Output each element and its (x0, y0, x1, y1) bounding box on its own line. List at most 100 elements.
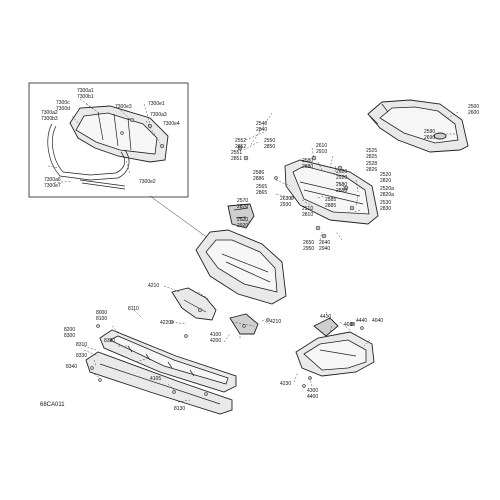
callout-label: 2520 (380, 172, 391, 178)
inset-connector (149, 195, 213, 242)
callout-label: 4210 (270, 319, 281, 325)
inset-callout: 7300e7 (44, 183, 61, 189)
inset-callout: 7300a6 (44, 177, 61, 183)
callout-label: 8330 (76, 353, 87, 359)
door-hardware (237, 145, 343, 239)
callout-label: 2640 (319, 240, 330, 246)
callout-label: 4300 (307, 388, 318, 394)
callout-label: 2540 (256, 121, 267, 127)
callout-label: 2940 (319, 246, 330, 252)
callout-label: 2820a (380, 192, 394, 198)
inset-callout: 7300e2 (139, 179, 156, 185)
callout-label: 2630 (280, 196, 291, 202)
callout-label: 2885 (325, 203, 336, 209)
callout-label: 2880 (336, 188, 347, 194)
callout-label: 8340 (66, 364, 77, 370)
callout-label: 2550 (264, 138, 275, 144)
inset-callout: 7300a3 (150, 112, 167, 118)
callout-label: 4040 (372, 318, 383, 324)
leader-lines (83, 111, 459, 403)
door-emblem (433, 132, 447, 140)
callout-label: 2650 (303, 240, 314, 246)
inset-detail: 7300a1 7300b1 7300c 7300d 7300e3 7300e1 … (28, 82, 189, 198)
inset-callout: 7300c (56, 100, 70, 106)
callout-label: 4210 (148, 283, 159, 289)
inset-callout: 7300e1 (148, 101, 165, 107)
callout-label: 2852 (235, 144, 246, 150)
callout-label: 8110 (128, 306, 139, 312)
callout-label: 2620 (237, 217, 248, 223)
callout-label: 4220 (160, 320, 171, 326)
callouts: 2500 2600 2590 2690 2540 2840 2552 2852 … (64, 104, 479, 412)
inset-seal-outer (47, 123, 130, 181)
callout-label: 2810 (302, 212, 313, 218)
callout-label: 2930 (280, 202, 291, 208)
callout-label: 2551 (231, 150, 242, 156)
callout-label: 2880 (302, 164, 313, 170)
callout-label: 2920 (336, 175, 347, 181)
callout-label: 4030 (344, 322, 355, 328)
callout-label: 2520a (380, 186, 394, 192)
callout-label: 2565 (256, 184, 267, 190)
inset-callout: 7300d (56, 106, 70, 112)
inset-callout: 7300a1 (77, 88, 94, 94)
skid-guard (295, 317, 375, 377)
latch (349, 205, 355, 211)
callout-label: 2590 (424, 129, 435, 135)
figure-id: 68CA011 (40, 402, 65, 408)
callout-label: 2580 (336, 182, 347, 188)
callout-label: 2530 (380, 200, 391, 206)
callout-label: 4400 (307, 394, 318, 400)
callout-label: 8310 (76, 342, 87, 348)
callout-label: 4440 (356, 318, 367, 324)
callout-label: 4200 (210, 338, 221, 344)
callout-label: 2886 (253, 176, 264, 182)
callout-label: 2585 (325, 197, 336, 203)
step-rail (99, 329, 237, 393)
callout-label: 2528 (366, 161, 377, 167)
door-frame-assembly (284, 159, 379, 225)
callout-label: 2820 (380, 178, 391, 184)
callout-label: 2851 (231, 156, 242, 162)
inset-callout: 7300a2 (41, 110, 58, 116)
callout-label: 2620 (336, 169, 347, 175)
callout-label: 2600 (468, 110, 479, 116)
callout-label: 8320 (104, 338, 115, 344)
callout-label: 8200 (64, 327, 75, 333)
callout-label: 2865 (256, 190, 267, 196)
callout-label: 4230 (280, 381, 291, 387)
callout-label: 2690 (424, 135, 435, 141)
callout-label: 2825 (366, 154, 377, 160)
callout-label: 8130 (174, 406, 185, 412)
inset-callout: 7300b1 (77, 94, 94, 100)
callout-label: 2870 (237, 204, 248, 210)
callout-label: 8000 (96, 310, 107, 316)
callout-label: 8100 (96, 316, 107, 322)
inset-screw (159, 143, 165, 149)
callout-label: 8300 (64, 333, 75, 339)
callout-label: 2610 (316, 143, 327, 149)
callout-label: 2840 (256, 127, 267, 133)
rocker-plate (85, 351, 233, 415)
callout-label: 4105 (150, 376, 161, 382)
inset-strip (79, 179, 126, 190)
callout-label: 2570 (237, 198, 248, 204)
inset-callout: 7300e4 (163, 121, 180, 127)
callout-label: 2510 (302, 206, 313, 212)
mount-bracket-left (171, 287, 217, 321)
callout-label: 2500 (468, 104, 479, 110)
inset-screw (129, 117, 135, 123)
callout-label: 4100 (210, 332, 221, 338)
callout-label: 2580 (302, 158, 313, 164)
callout-label: 2830 (380, 206, 391, 212)
inset-callout: 7300b3 (41, 116, 58, 122)
inset-rivet (120, 131, 124, 135)
lower-door-shell (195, 229, 287, 305)
callout-label: 2826 (366, 167, 377, 173)
inset-screw (147, 123, 153, 129)
upper-door-panel (367, 99, 469, 153)
inset-callout: 7300e3 (115, 104, 132, 110)
callout-label: 2586 (253, 170, 264, 176)
callout-label: 2950 (303, 246, 314, 252)
